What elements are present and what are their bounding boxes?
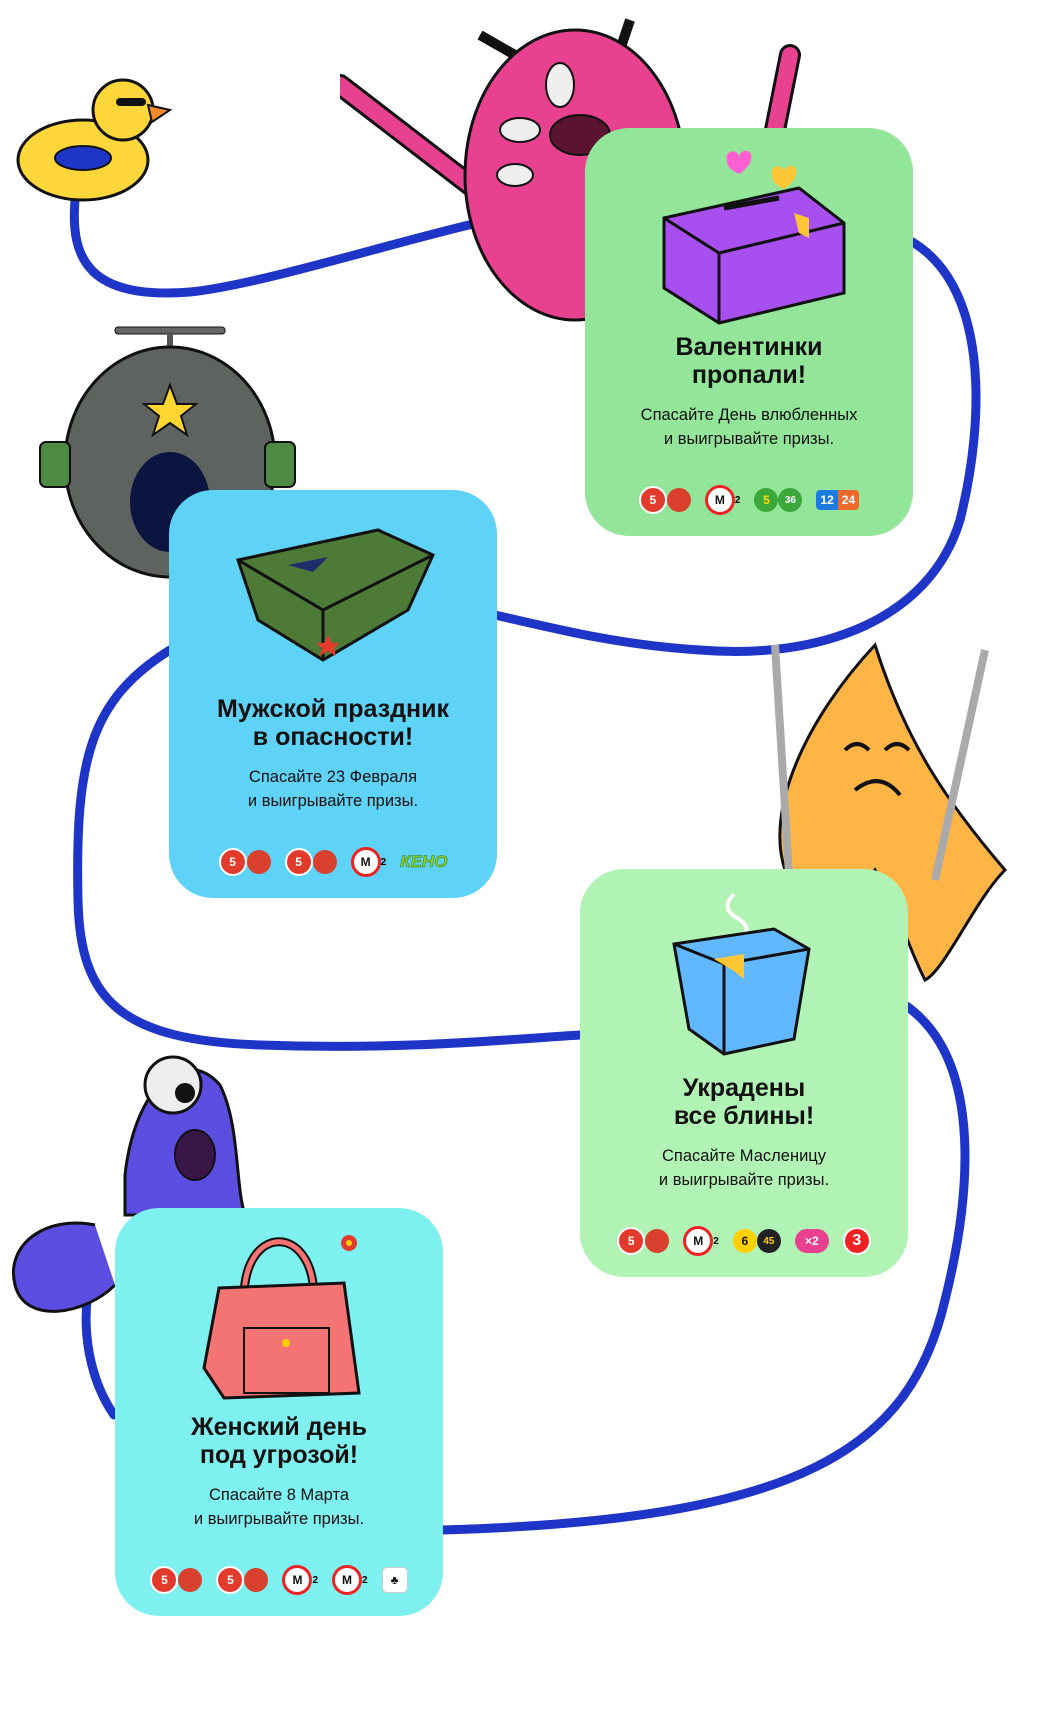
russian-lotto-icon: 5 (638, 486, 691, 514)
keno-label: КЕНО (400, 852, 448, 872)
card-title-line2: в опасности! (252, 723, 414, 751)
russian-lotto-icon: 5 (150, 1566, 203, 1594)
russian-lotto-icon: 5 (617, 1227, 670, 1255)
duck-float-illustration (16, 78, 173, 202)
army-chest-illustration (236, 528, 435, 662)
game-3-icon: 3 (842, 1227, 871, 1255)
pancake-box-illustration (672, 892, 811, 1056)
card-title-line1: Валентинки (675, 333, 823, 361)
card-text-line2: и выигрывайте призы. (663, 430, 835, 448)
card-title-line1: Мужской праздник (217, 695, 449, 723)
card-title-line1: Украдены (682, 1074, 806, 1102)
card-text-line1: Спасайте 23 Февраля (248, 768, 418, 786)
handbag-illustration (202, 1235, 361, 1400)
card-text-line1: Спасайте Масленицу (662, 1147, 826, 1165)
x2-game-icon: ×2 (794, 1227, 829, 1255)
keno-icon: КЕНО (400, 848, 448, 876)
card-title-line2: под угрозой! (199, 1441, 359, 1469)
card-text-line2: и выигрывайте призы. (193, 1510, 365, 1528)
dice-game-icon: ♣ (381, 1566, 408, 1594)
russian-lotto-icon: 5 (284, 848, 337, 876)
card-text-line1: Спасайте День влюбленных (640, 406, 858, 424)
card-text-line2: и выигрывайте призы. (658, 1171, 830, 1189)
russian-lotto-icon: 5 (216, 1566, 269, 1594)
card-title-line2: пропали! (691, 361, 807, 389)
purple-octopus-illustration (12, 1055, 248, 1313)
card-text-line2: и выигрывайте призы. (247, 792, 419, 810)
card-title-line1: Женский день (191, 1413, 367, 1441)
russian-lotto-icon: 5 (218, 848, 271, 876)
card-title-line2: все блины! (673, 1102, 815, 1130)
valentine-box-illustration (662, 150, 846, 325)
card-text-line1: Спасайте 8 Марта (208, 1486, 350, 1504)
yellow-star-monster-illustration (771, 642, 1008, 983)
